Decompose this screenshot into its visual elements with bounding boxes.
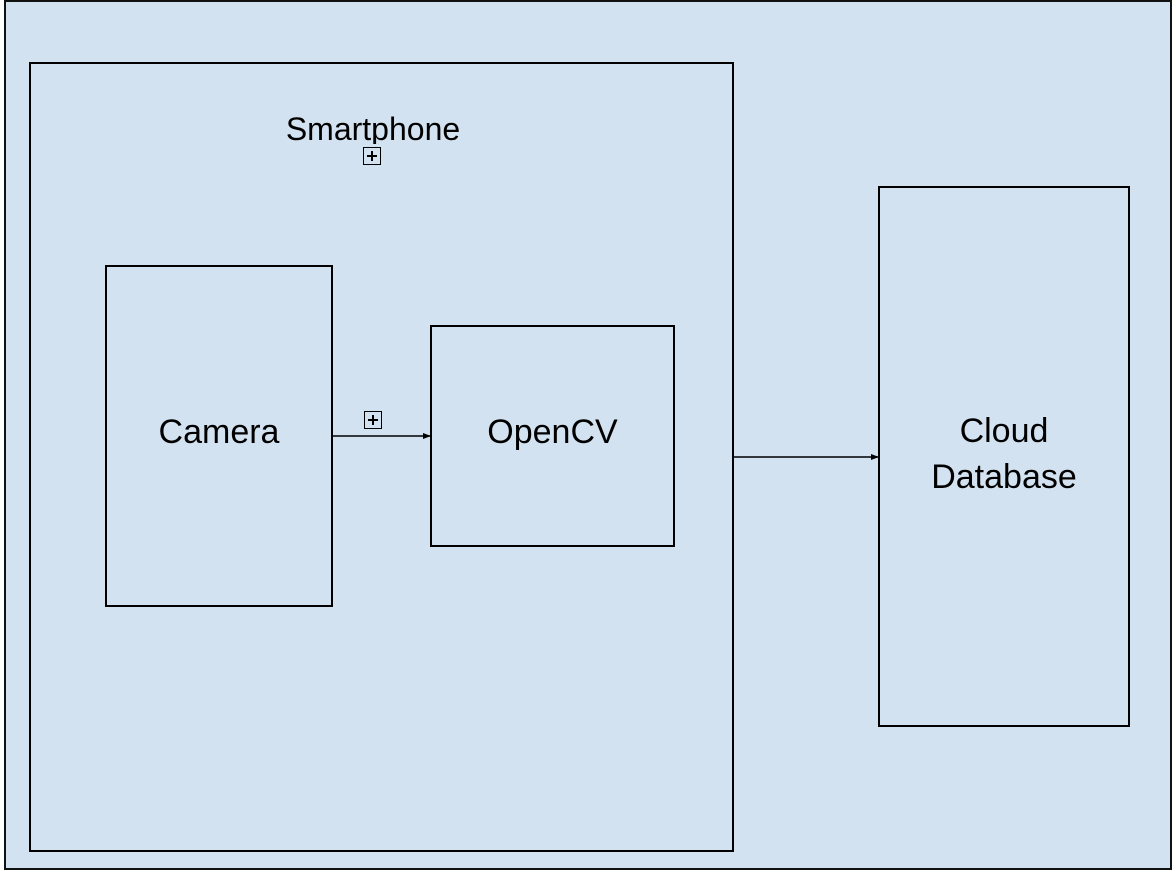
camera-label: Camera (158, 413, 280, 451)
opencv-node[interactable] (430, 325, 675, 547)
smartphone-container[interactable] (29, 62, 734, 852)
opencv-label: OpenCV (487, 413, 618, 451)
smartphone-label: Smartphone (285, 111, 461, 144)
expand-icon[interactable] (363, 147, 381, 165)
smartphone-label-clip: Smartphone (268, 108, 478, 144)
cloud-database-label-line-2: Database (931, 458, 1077, 496)
expand-icon[interactable] (364, 411, 382, 429)
cloud-database-node[interactable] (878, 186, 1130, 727)
camera-node[interactable] (105, 265, 333, 607)
cloud-database-label-line-1: Cloud (959, 412, 1049, 450)
